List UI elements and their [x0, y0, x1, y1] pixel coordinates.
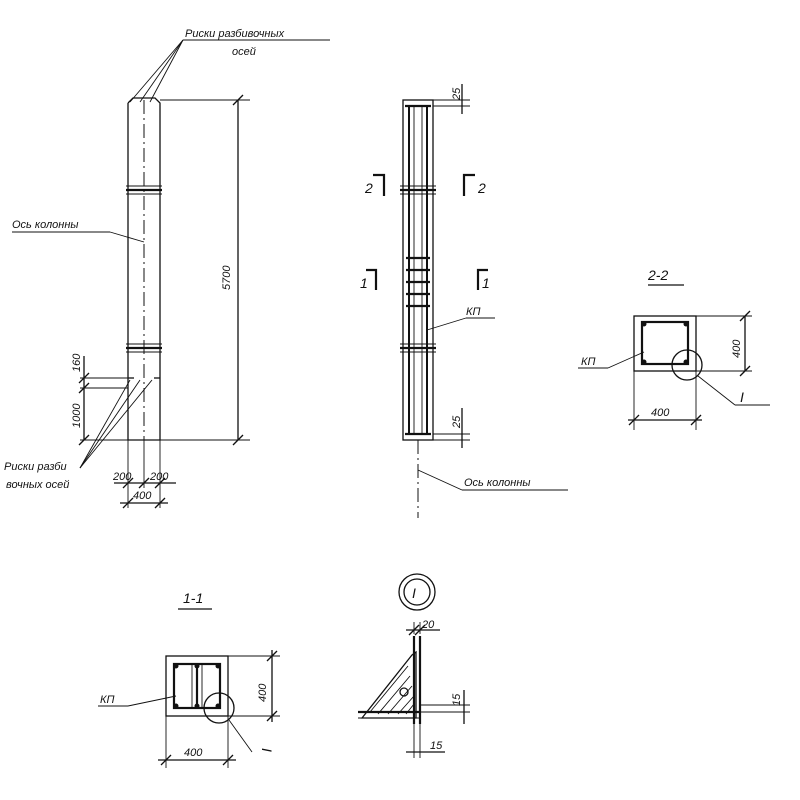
section-2-2-title: 2-2 — [647, 267, 668, 283]
dim-200-left: 200 — [112, 471, 132, 483]
detail-i-title: I — [412, 585, 416, 601]
dim-1000: 1000 — [71, 403, 83, 428]
kp-front-label: КП — [466, 306, 480, 318]
s11-height-400: 400 — [257, 683, 269, 702]
height-dimension — [160, 94, 250, 446]
axis-marks-top-label-2: осей — [232, 46, 256, 58]
cut-2-left: 2 — [364, 180, 373, 196]
section-1-1-title: 1-1 — [183, 590, 203, 606]
section-2-2 — [578, 284, 770, 430]
dim-25-bottom: 25 — [451, 415, 463, 429]
cut-1-left: 1 — [360, 275, 368, 291]
cut-1-right: 1 — [482, 275, 490, 291]
s11-width-400: 400 — [184, 747, 203, 759]
axis-marks-top-label: Риски разбивочных — [185, 28, 285, 40]
column-axis-leader-left — [12, 231, 145, 243]
s11-kp-label: КП — [100, 694, 114, 706]
dim-160: 160 — [71, 353, 83, 372]
s22-height-400: 400 — [731, 339, 743, 358]
axis-marks-bottom-label-2: вочных осей — [6, 479, 69, 491]
det-dim-15-vertical: 15 — [451, 693, 463, 706]
s22-kp-label: КП — [581, 356, 595, 368]
cut-1-marks — [366, 268, 488, 290]
dim-400-front: 400 — [133, 490, 152, 502]
axis-marks-bottom-label: Риски разби — [4, 461, 67, 473]
cut-2-right: 2 — [477, 180, 486, 196]
kp-front-leader — [426, 317, 495, 331]
dim-200-right: 200 — [149, 471, 169, 483]
reinforcement-view — [400, 99, 436, 518]
section-1-1 — [98, 608, 280, 768]
base-width-dimensions — [114, 440, 176, 509]
column-axis-label-left: Ось колонны — [12, 219, 79, 231]
column-elevation — [126, 39, 330, 441]
axis-marks-bottom-leaders — [79, 379, 153, 469]
height-5700: 5700 — [221, 265, 233, 290]
det-dim-15-horizontal: 15 — [430, 740, 443, 752]
cover-dimensions — [433, 84, 470, 448]
base-dimensions — [78, 356, 128, 446]
s22-width-400: 400 — [651, 407, 670, 419]
s11-callout-i: I — [259, 748, 275, 752]
det-dim-20: 20 — [421, 619, 435, 631]
s22-callout-i: I — [740, 389, 744, 405]
column-axis-leader-right — [417, 469, 568, 491]
cut-2-marks — [373, 173, 475, 196]
detail-i — [358, 573, 470, 758]
column-axis-label-right: Ось колонны — [464, 477, 531, 489]
dim-25-top: 25 — [451, 87, 463, 101]
